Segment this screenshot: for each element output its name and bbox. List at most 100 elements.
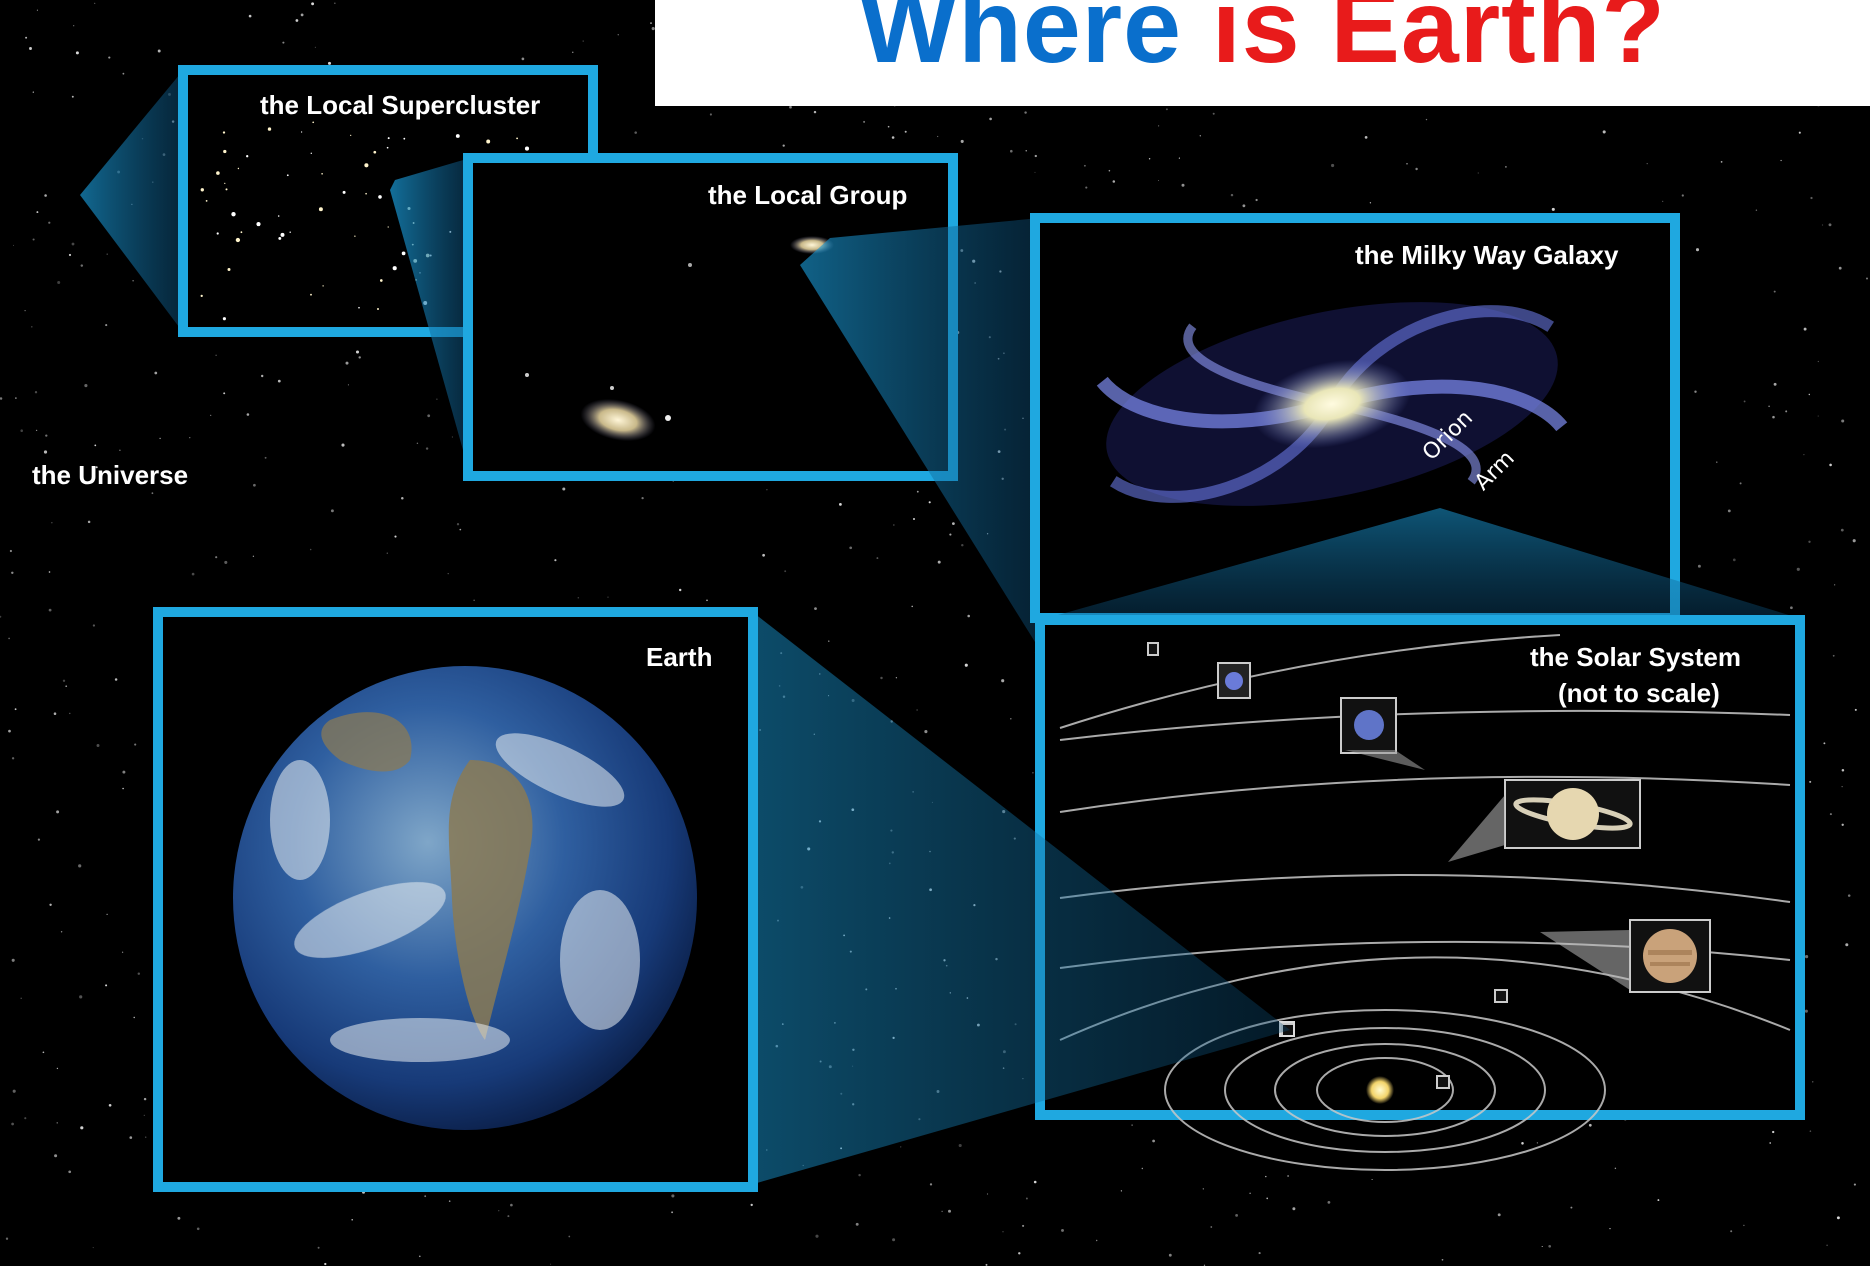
star (510, 1203, 513, 1207)
supercluster-galaxy (200, 188, 204, 192)
star (1034, 154, 1037, 158)
supercluster-galaxy (364, 163, 369, 168)
star (264, 456, 267, 459)
star (1551, 207, 1555, 211)
star (1032, 771, 1034, 774)
star (1212, 112, 1215, 115)
supercluster-galaxy (387, 226, 389, 228)
star (448, 1200, 451, 1202)
star (1803, 453, 1805, 456)
star (1425, 118, 1428, 121)
supercluster-galaxy (231, 212, 236, 217)
supercluster-galaxy (300, 131, 303, 133)
star (1505, 166, 1507, 168)
star (1836, 1216, 1840, 1220)
zoom-beam-milky-way (1040, 508, 1805, 620)
supercluster-galaxy (267, 127, 272, 131)
supercluster-galaxy (223, 149, 227, 154)
star (1739, 482, 1742, 485)
supercluster-galaxy (524, 146, 530, 151)
star (122, 770, 126, 774)
star (1812, 1081, 1814, 1083)
star (425, 447, 429, 450)
supercluster-galaxy (312, 121, 315, 124)
star (1829, 813, 1832, 816)
supercluster-galaxy (310, 293, 312, 296)
sun (1366, 1076, 1394, 1104)
star (1823, 742, 1826, 745)
uranus (1354, 710, 1384, 740)
star (36, 211, 39, 214)
supercluster-galaxy (224, 182, 226, 185)
star (73, 25, 75, 27)
star (916, 490, 919, 493)
star (1025, 150, 1027, 152)
star (157, 49, 161, 53)
star (1148, 158, 1151, 160)
star (75, 51, 79, 55)
star (71, 95, 74, 98)
label-local-group: the Local Group (708, 180, 908, 210)
star (952, 522, 955, 525)
star (56, 810, 60, 814)
supercluster-galaxy (246, 155, 249, 158)
supercluster-galaxy (455, 134, 460, 138)
star (507, 1215, 510, 1218)
star (1817, 415, 1819, 417)
star (48, 608, 52, 612)
star (1152, 1139, 1155, 1143)
star (572, 51, 574, 53)
star (133, 1016, 135, 1019)
spiral-galaxy (1096, 302, 1568, 506)
supercluster-galaxy (401, 251, 406, 256)
supercluster-galaxy (516, 137, 519, 140)
label-earth: Earth (646, 642, 713, 672)
star (1609, 1227, 1611, 1230)
star (964, 663, 968, 667)
star (248, 14, 252, 18)
star (1790, 606, 1793, 610)
star (1695, 248, 1700, 252)
star (891, 136, 895, 139)
star (1521, 1142, 1524, 1145)
star (1602, 130, 1606, 134)
supercluster-galaxy (321, 173, 323, 175)
star (1853, 1183, 1856, 1186)
star (1002, 1231, 1004, 1233)
star (1773, 382, 1777, 386)
star (20, 429, 23, 432)
title-banner: Where is Earth? (655, 0, 1870, 106)
star (48, 221, 51, 224)
star (105, 984, 108, 987)
star (1120, 1190, 1123, 1192)
supercluster-galaxy (280, 232, 285, 237)
star (1165, 108, 1168, 111)
star (12, 244, 15, 246)
star (1131, 1124, 1133, 1126)
star (985, 1263, 988, 1266)
star (577, 597, 580, 599)
star (8, 637, 10, 640)
star (941, 1210, 943, 1213)
star (96, 744, 100, 747)
zoom-beam-local-group (800, 218, 1040, 650)
star (893, 524, 895, 526)
star (1331, 163, 1335, 168)
star (1854, 708, 1857, 711)
star (1845, 943, 1849, 947)
star (106, 253, 108, 255)
star (1536, 1142, 1539, 1144)
star (766, 489, 768, 491)
star (253, 483, 256, 487)
supercluster-galaxy (358, 306, 360, 309)
star (189, 437, 191, 439)
star (1614, 1167, 1617, 1170)
star (1083, 164, 1086, 167)
star (900, 1146, 902, 1148)
star (34, 391, 38, 394)
star (1497, 1213, 1501, 1217)
star (678, 588, 682, 592)
star (1768, 405, 1770, 408)
star (562, 487, 566, 491)
supercluster-galaxy (222, 131, 226, 134)
